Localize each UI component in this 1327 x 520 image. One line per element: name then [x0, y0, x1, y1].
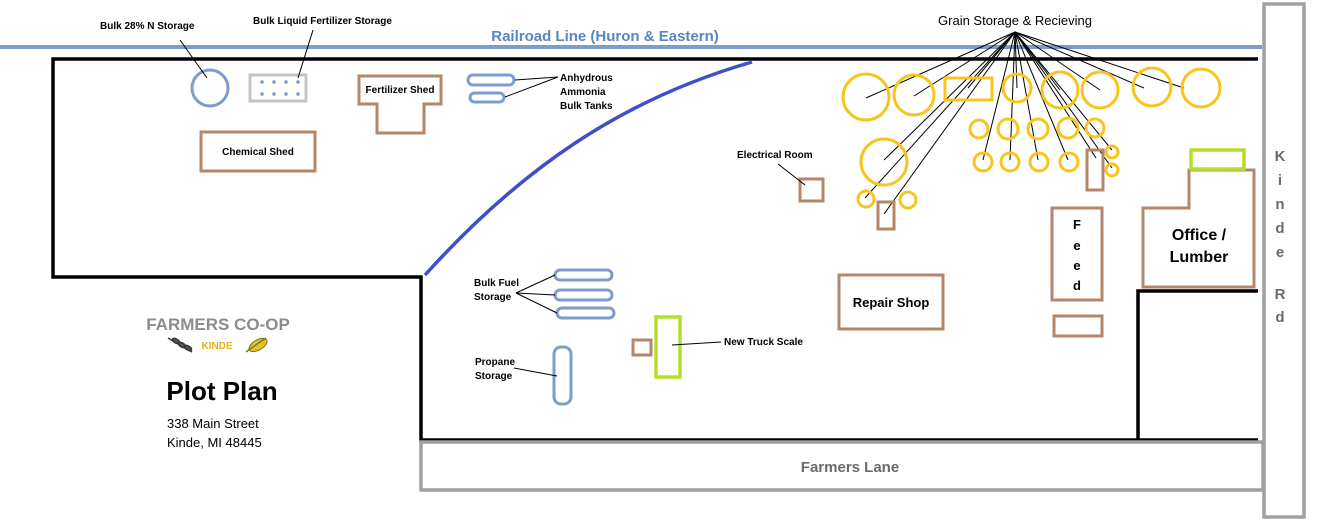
bulk-fuel-pointer-1: [515, 274, 556, 294]
svg-text:Propane: Propane: [475, 357, 515, 368]
bulk-28n-pointer: [179, 39, 208, 79]
chemical-shed: [199, 130, 317, 173]
bulk-fuel-tank-2: [553, 288, 614, 302]
office-label: Office / Lumber: [1170, 227, 1229, 266]
svg-text:e: e: [1073, 238, 1080, 253]
electrical-room: [798, 177, 825, 203]
truck-scale-pointer: [671, 341, 722, 346]
kinde-rd-label: K i n d e R d: [1275, 148, 1286, 326]
kinde-rd-road: [1262, 2, 1306, 519]
railroad-label: Railroad Line (Huron & Eastern): [491, 28, 719, 45]
property-boundary-east: [1136, 289, 1258, 440]
feed-label: F e e d: [1073, 217, 1081, 293]
propane-pointer: [513, 367, 558, 377]
property-boundary: [51, 57, 1258, 442]
wheat-icon: [167, 337, 193, 353]
svg-text:Storage: Storage: [474, 292, 512, 303]
chemical-shed-label: Chemical Shed: [222, 147, 294, 158]
rail-spur: [423, 60, 753, 277]
bulk-fuel-pointer-3: [515, 292, 558, 314]
anhydrous-pointer-2: [504, 76, 559, 98]
anhydrous-tank-1: [466, 73, 516, 87]
propane-label: Propane Storage: [475, 357, 515, 382]
svg-text:F: F: [1073, 217, 1081, 232]
bulk-28n-label: Bulk 28% N Storage: [100, 21, 195, 32]
plot-plan-title: Plot Plan: [166, 376, 277, 406]
bulk-fuel-tank-3: [555, 306, 616, 320]
anhydrous-tank-2: [468, 91, 506, 104]
grain-storage-label: Grain Storage & Recieving: [938, 13, 1092, 28]
farmers-lane-label: Farmers Lane: [801, 459, 899, 476]
farmers-coop-logo: FARMERS CO-OP KINDE: [146, 315, 290, 353]
truck-scale: [654, 315, 682, 379]
bulk-28n-tank: [190, 68, 230, 108]
logo-name: FARMERS CO-OP: [146, 315, 290, 334]
svg-text:Kinde, MI 48445: Kinde, MI 48445: [167, 435, 262, 450]
svg-text:d: d: [1275, 220, 1284, 237]
svg-text:i: i: [1278, 172, 1282, 189]
bulk-liquid-label: Bulk Liquid Fertilizer Storage: [253, 16, 392, 27]
truck-scale-label: New Truck Scale: [724, 337, 803, 348]
svg-text:Anhydrous: Anhydrous: [560, 73, 613, 84]
address: 338 Main Street Kinde, MI 48445: [167, 416, 262, 450]
anhydrous-label: Anhydrous Ammonia Bulk Tanks: [560, 73, 613, 112]
office-lumber-building: [1141, 168, 1256, 289]
fertilizer-shed-label: Fertilizer Shed: [366, 85, 435, 96]
electrical-room-label: Electrical Room: [737, 150, 813, 161]
svg-text:Bulk Tanks: Bulk Tanks: [560, 101, 613, 112]
svg-text:K: K: [1275, 148, 1286, 165]
svg-text:Lumber: Lumber: [1170, 249, 1229, 266]
electrical-room-pointer: [777, 163, 806, 186]
svg-text:d: d: [1073, 278, 1081, 293]
svg-text:e: e: [1073, 258, 1080, 273]
office-annex: [1189, 148, 1246, 171]
corn-icon: [245, 337, 268, 353]
svg-text:Office /: Office /: [1172, 227, 1227, 244]
bulk-liquid-tank: [248, 73, 308, 103]
svg-text:Ammonia: Ammonia: [560, 87, 606, 98]
grain-leg-1: [1085, 148, 1105, 192]
logo-town: KINDE: [201, 341, 232, 352]
svg-text:Storage: Storage: [475, 371, 513, 382]
anhydrous-pointer-1: [514, 76, 559, 81]
svg-text:d: d: [1275, 309, 1284, 326]
svg-text:Bulk Fuel: Bulk Fuel: [474, 278, 519, 289]
svg-text:R: R: [1275, 286, 1286, 303]
feed-building: [1050, 206, 1104, 302]
bulk-liquid-pointer: [297, 29, 314, 79]
grain-bins: [841, 66, 1222, 210]
feed-annex: [1052, 314, 1104, 338]
grain-leg-2: [876, 200, 896, 231]
svg-text:338 Main Street: 338 Main Street: [167, 416, 259, 431]
svg-text:e: e: [1276, 244, 1284, 261]
bulk-fuel-tank-1: [553, 268, 614, 282]
fertilizer-shed: [357, 74, 443, 135]
repair-shop: [837, 273, 945, 331]
bulk-fuel-pointer-2: [515, 292, 556, 296]
truck-scale-shack: [631, 338, 653, 357]
bulk-fuel-label: Bulk Fuel Storage: [474, 278, 519, 303]
svg-text:n: n: [1275, 196, 1284, 213]
repair-shop-label: Repair Shop: [853, 295, 930, 310]
bulk-liquid-dots: [260, 80, 300, 96]
